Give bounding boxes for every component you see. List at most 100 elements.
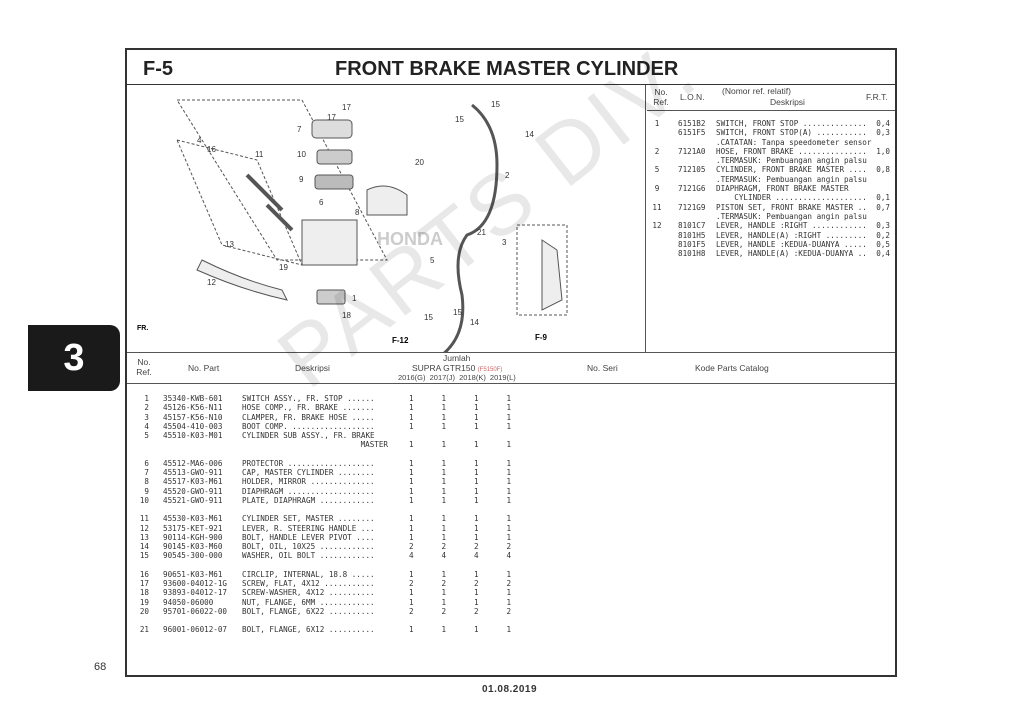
model-code: (F5150F) [477, 367, 503, 373]
part-number: 45504-410-003 [163, 421, 223, 431]
frt-ref: 5 [654, 165, 660, 175]
quantity: 1 [506, 477, 512, 487]
quantity: 1 [409, 514, 414, 524]
frt-value: 0,4 [876, 119, 890, 128]
frt-desc: CYLINDER, FRONT BRAKE MASTER .... [716, 165, 867, 175]
divider [127, 352, 895, 353]
frt-ref: 12 [652, 221, 662, 231]
brand-logo: HONDA [377, 229, 443, 249]
quantity: 2 [441, 542, 447, 552]
ref-f9[interactable]: F-9 [535, 333, 548, 342]
col-jumlah: Jumlah [443, 353, 471, 363]
callout-number: 13 [225, 240, 234, 249]
part-description: BOLT, OIL, 10X25 ............ [242, 542, 375, 552]
group-spacer [133, 505, 533, 514]
quantity: 1 [474, 458, 479, 468]
callout-number: 8 [355, 208, 360, 217]
frt-desc: LEVER, HANDLE :RIGHT ............ [716, 221, 867, 231]
quantity: 1 [441, 412, 447, 422]
callout-number: 18 [342, 311, 351, 320]
header-bar [125, 48, 897, 85]
quantity: 1 [474, 588, 479, 598]
ref-number: 14 [139, 542, 149, 552]
quantity: 1 [441, 569, 447, 579]
quantity: 2 [474, 606, 479, 616]
quantity: 1 [506, 514, 512, 524]
year: 2019(L) [489, 373, 516, 382]
quantity: 1 [474, 468, 479, 478]
part-number: 45520-GWO-911 [163, 486, 223, 496]
ref-number: 16 [139, 569, 149, 579]
quantity: 1 [409, 495, 414, 505]
callout-number: 15 [491, 100, 500, 109]
frt-desc: CYLINDER .................... [716, 193, 867, 203]
quantity: 1 [474, 477, 479, 487]
quantity: 1 [441, 486, 447, 496]
quantity: 2 [474, 542, 479, 552]
footer-date: 01.08.2019 [482, 684, 538, 695]
quantity: 1 [441, 440, 447, 450]
group-spacer [133, 561, 533, 570]
part-description: BOLT, FLANGE, 6X22 .......... [242, 606, 375, 616]
quantity: 1 [474, 532, 479, 542]
quantity: 2 [409, 542, 414, 552]
ref-number: 8 [144, 477, 149, 487]
quantity: 1 [474, 597, 479, 607]
quantity: 1 [409, 421, 414, 431]
quantity: 1 [474, 403, 479, 413]
frt-desc: LEVER, HANDLE(A) :KEDUA-DUANYA .. [716, 249, 867, 259]
part-description: BOLT, HANDLE LEVER PIVOT .... [242, 532, 375, 542]
quantity: 4 [441, 551, 447, 561]
quantity: 1 [409, 412, 414, 422]
frt-lon: 8101F5 [678, 239, 706, 249]
part-number: 90651-K03-M61 [163, 569, 223, 579]
group-spacer [133, 635, 533, 644]
callout-number: 4 [197, 136, 202, 145]
quantity: 1 [474, 514, 479, 524]
frt-row: .TERMASUK: Pembuangan angin palsu [650, 156, 890, 165]
ref-number: 18 [139, 588, 149, 598]
quantity: 1 [474, 523, 479, 533]
part-description: SCREW-WASHER, 4X12 .......... [242, 588, 375, 598]
frt-desc: SWITCH, FRONT STOP(A) ........... [716, 128, 867, 138]
callout-number: 2 [505, 171, 510, 180]
ref-number: 17 [139, 579, 149, 589]
part-description: BOOT COMP. .................. [242, 421, 375, 431]
frt-value: 0,5 [876, 239, 890, 249]
frt-desc: .CATATAN: Tanpa speedometer sensor [716, 137, 872, 147]
part-description: WASHER, OIL BOLT ............ [242, 551, 375, 561]
quantity: 1 [506, 495, 512, 505]
ref-f12[interactable]: F-12 [392, 336, 409, 345]
frt-header-line [647, 110, 895, 111]
frt-desc: LEVER, HANDLE :KEDUA-DUANYA ..... [716, 239, 867, 249]
quantity: 1 [506, 597, 512, 607]
switch-part [541, 239, 563, 311]
lever-part [196, 259, 288, 301]
col-deskripsi: Deskripsi [295, 363, 330, 373]
frt-desc: SWITCH, FRONT STOP .............. [716, 119, 867, 128]
part-number: 45517-K03-M61 [163, 477, 223, 487]
ref-number: 7 [144, 468, 149, 478]
cap-part [311, 119, 353, 139]
chapter-tab[interactable]: 3 [28, 325, 120, 391]
page-frame [125, 48, 897, 677]
quantity: 1 [409, 532, 414, 542]
callout-number: 21 [477, 228, 486, 237]
part-number: 45530-K03-M61 [163, 514, 223, 524]
cylinder-body [301, 219, 358, 266]
mirror-holder [366, 185, 408, 216]
quantity: 2 [409, 579, 414, 589]
part-description: CYLINDER SUB ASSY., FR. BRAKE [242, 431, 375, 441]
quantity: 1 [474, 412, 479, 422]
frt-lon: 7121A0 [678, 146, 706, 156]
